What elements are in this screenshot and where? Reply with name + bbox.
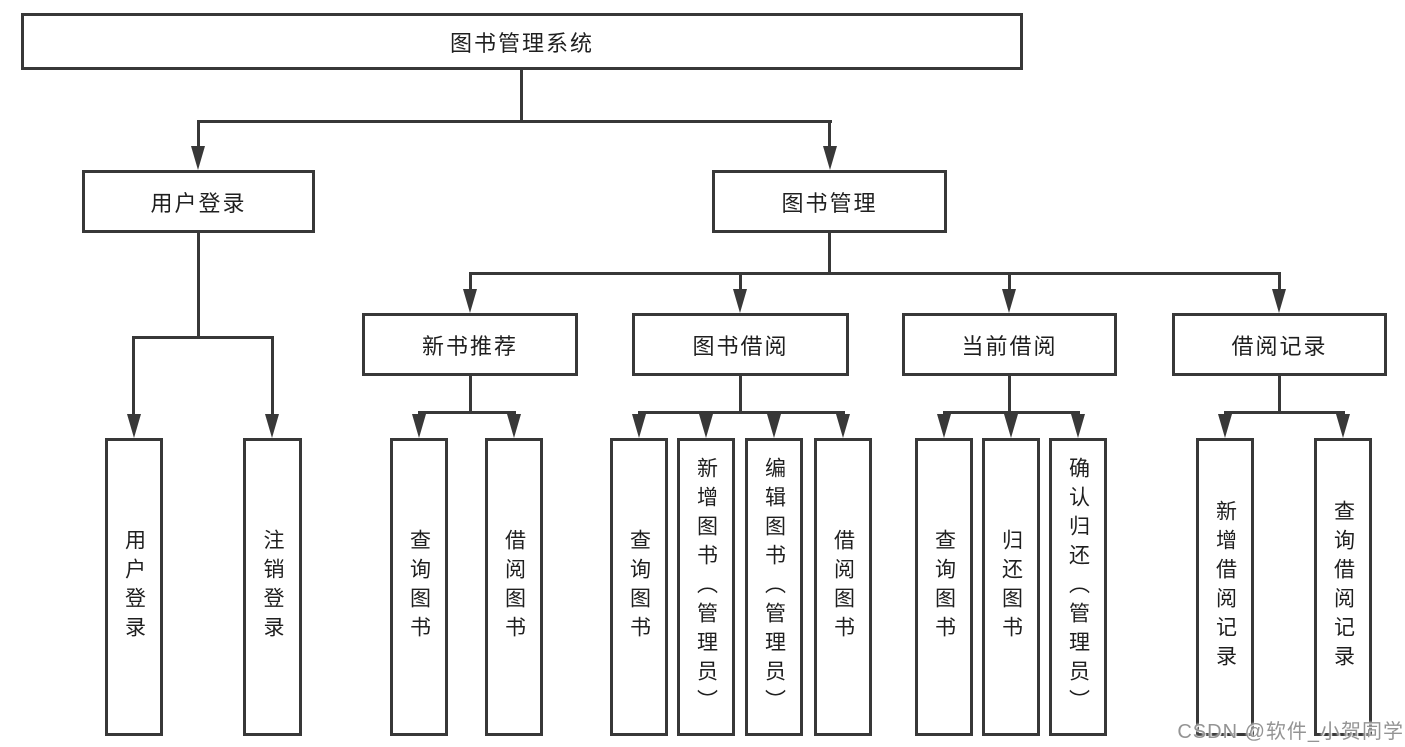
leaf-logout: 注销登录 xyxy=(243,438,302,736)
connector-line xyxy=(943,411,1080,414)
arrow-down-icon xyxy=(412,414,426,438)
connector-line xyxy=(828,120,831,148)
connector-line xyxy=(132,336,274,339)
node-current-borrowing: 当前借阅 xyxy=(902,313,1117,376)
leaf-add-books-admin: 新增图书（管理员） xyxy=(677,438,735,736)
arrow-down-icon xyxy=(699,414,713,438)
node-library-management-system: 图书管理系统 xyxy=(21,13,1023,70)
connector-line xyxy=(197,120,200,148)
leaf-query-books-current-label: 查询图书 xyxy=(932,529,956,645)
connector-line xyxy=(469,272,1281,275)
node-user-login-label: 用户登录 xyxy=(150,190,247,216)
node-book-management-label: 图书管理 xyxy=(781,190,878,216)
leaf-borrow-books-recommend: 借阅图书 xyxy=(485,438,543,736)
leaf-query-books-current: 查询图书 xyxy=(915,438,973,736)
leaf-edit-books-admin-label: 编辑图书（管理员） xyxy=(762,456,786,718)
arrow-down-icon xyxy=(937,414,951,438)
node-book-management: 图书管理 xyxy=(712,170,947,233)
csdn-watermark: CSDN @软件_小贺同学 xyxy=(1177,721,1404,743)
leaf-user-login: 用户登录 xyxy=(105,438,163,736)
leaf-confirm-return-admin-label: 确认归还（管理员） xyxy=(1066,456,1090,718)
leaf-query-books-borrowing-label: 查询图书 xyxy=(627,529,651,645)
arrow-down-icon xyxy=(127,414,141,438)
node-new-book-recommend: 新书推荐 xyxy=(362,313,578,376)
node-new-book-recommend-label: 新书推荐 xyxy=(421,333,518,359)
arrow-down-icon xyxy=(1218,414,1232,438)
connector-line xyxy=(197,233,200,338)
leaf-add-borrow-record: 新增借阅记录 xyxy=(1196,438,1254,736)
connector-line xyxy=(1224,411,1345,414)
connector-line xyxy=(638,411,845,414)
connector-line xyxy=(520,69,523,122)
connector-line xyxy=(828,233,831,274)
arrow-down-icon xyxy=(823,146,837,170)
connector-line xyxy=(739,272,742,292)
connector-line xyxy=(469,272,472,292)
connector-line xyxy=(469,376,472,413)
leaf-add-books-admin-label: 新增图书（管理员） xyxy=(694,456,718,718)
leaf-borrow-books-recommend-label: 借阅图书 xyxy=(502,529,526,645)
arrow-down-icon xyxy=(265,414,279,438)
arrow-down-icon xyxy=(1004,414,1018,438)
leaf-confirm-return-admin: 确认归还（管理员） xyxy=(1049,438,1107,736)
arrow-down-icon xyxy=(836,414,850,438)
node-library-management-system-label: 图书管理系统 xyxy=(449,30,594,56)
leaf-return-books: 归还图书 xyxy=(982,438,1040,736)
arrow-down-icon xyxy=(1272,289,1286,313)
leaf-query-books-borrowing: 查询图书 xyxy=(610,438,668,736)
arrow-down-icon xyxy=(632,414,646,438)
leaf-borrow-books-label: 借阅图书 xyxy=(831,529,855,645)
connector-line xyxy=(1278,376,1281,413)
node-current-borrowing-label: 当前借阅 xyxy=(961,333,1058,359)
leaf-query-books-recommend: 查询图书 xyxy=(390,438,448,736)
node-book-borrowing-label: 图书借阅 xyxy=(692,333,789,359)
node-borrow-records-label: 借阅记录 xyxy=(1231,333,1328,359)
connector-line xyxy=(1008,272,1011,292)
leaf-return-books-label: 归还图书 xyxy=(999,529,1023,645)
arrow-down-icon xyxy=(1002,289,1016,313)
arrow-down-icon xyxy=(733,289,747,313)
arrow-down-icon xyxy=(507,414,521,438)
connector-line xyxy=(271,336,274,416)
node-book-borrowing: 图书借阅 xyxy=(632,313,849,376)
leaf-query-borrow-record-label: 查询借阅记录 xyxy=(1331,500,1355,674)
connector-line xyxy=(739,376,742,413)
leaf-add-borrow-record-label: 新增借阅记录 xyxy=(1213,500,1237,674)
arrow-down-icon xyxy=(767,414,781,438)
node-borrow-records: 借阅记录 xyxy=(1172,313,1387,376)
connector-line xyxy=(418,411,516,414)
connector-line xyxy=(1278,272,1281,292)
leaf-query-borrow-record: 查询借阅记录 xyxy=(1314,438,1372,736)
arrow-down-icon xyxy=(463,289,477,313)
leaf-logout-label: 注销登录 xyxy=(261,529,284,645)
arrow-down-icon xyxy=(1071,414,1085,438)
connector-line xyxy=(1008,376,1011,413)
connector-line xyxy=(132,336,135,416)
leaf-query-books-recommend-label: 查询图书 xyxy=(407,529,431,645)
node-user-login: 用户登录 xyxy=(82,170,315,233)
arrow-down-icon xyxy=(191,146,205,170)
leaf-borrow-books: 借阅图书 xyxy=(814,438,872,736)
arrow-down-icon xyxy=(1336,414,1350,438)
connector-line xyxy=(197,120,832,123)
leaf-edit-books-admin: 编辑图书（管理员） xyxy=(745,438,803,736)
leaf-user-login-label: 用户登录 xyxy=(122,529,146,645)
